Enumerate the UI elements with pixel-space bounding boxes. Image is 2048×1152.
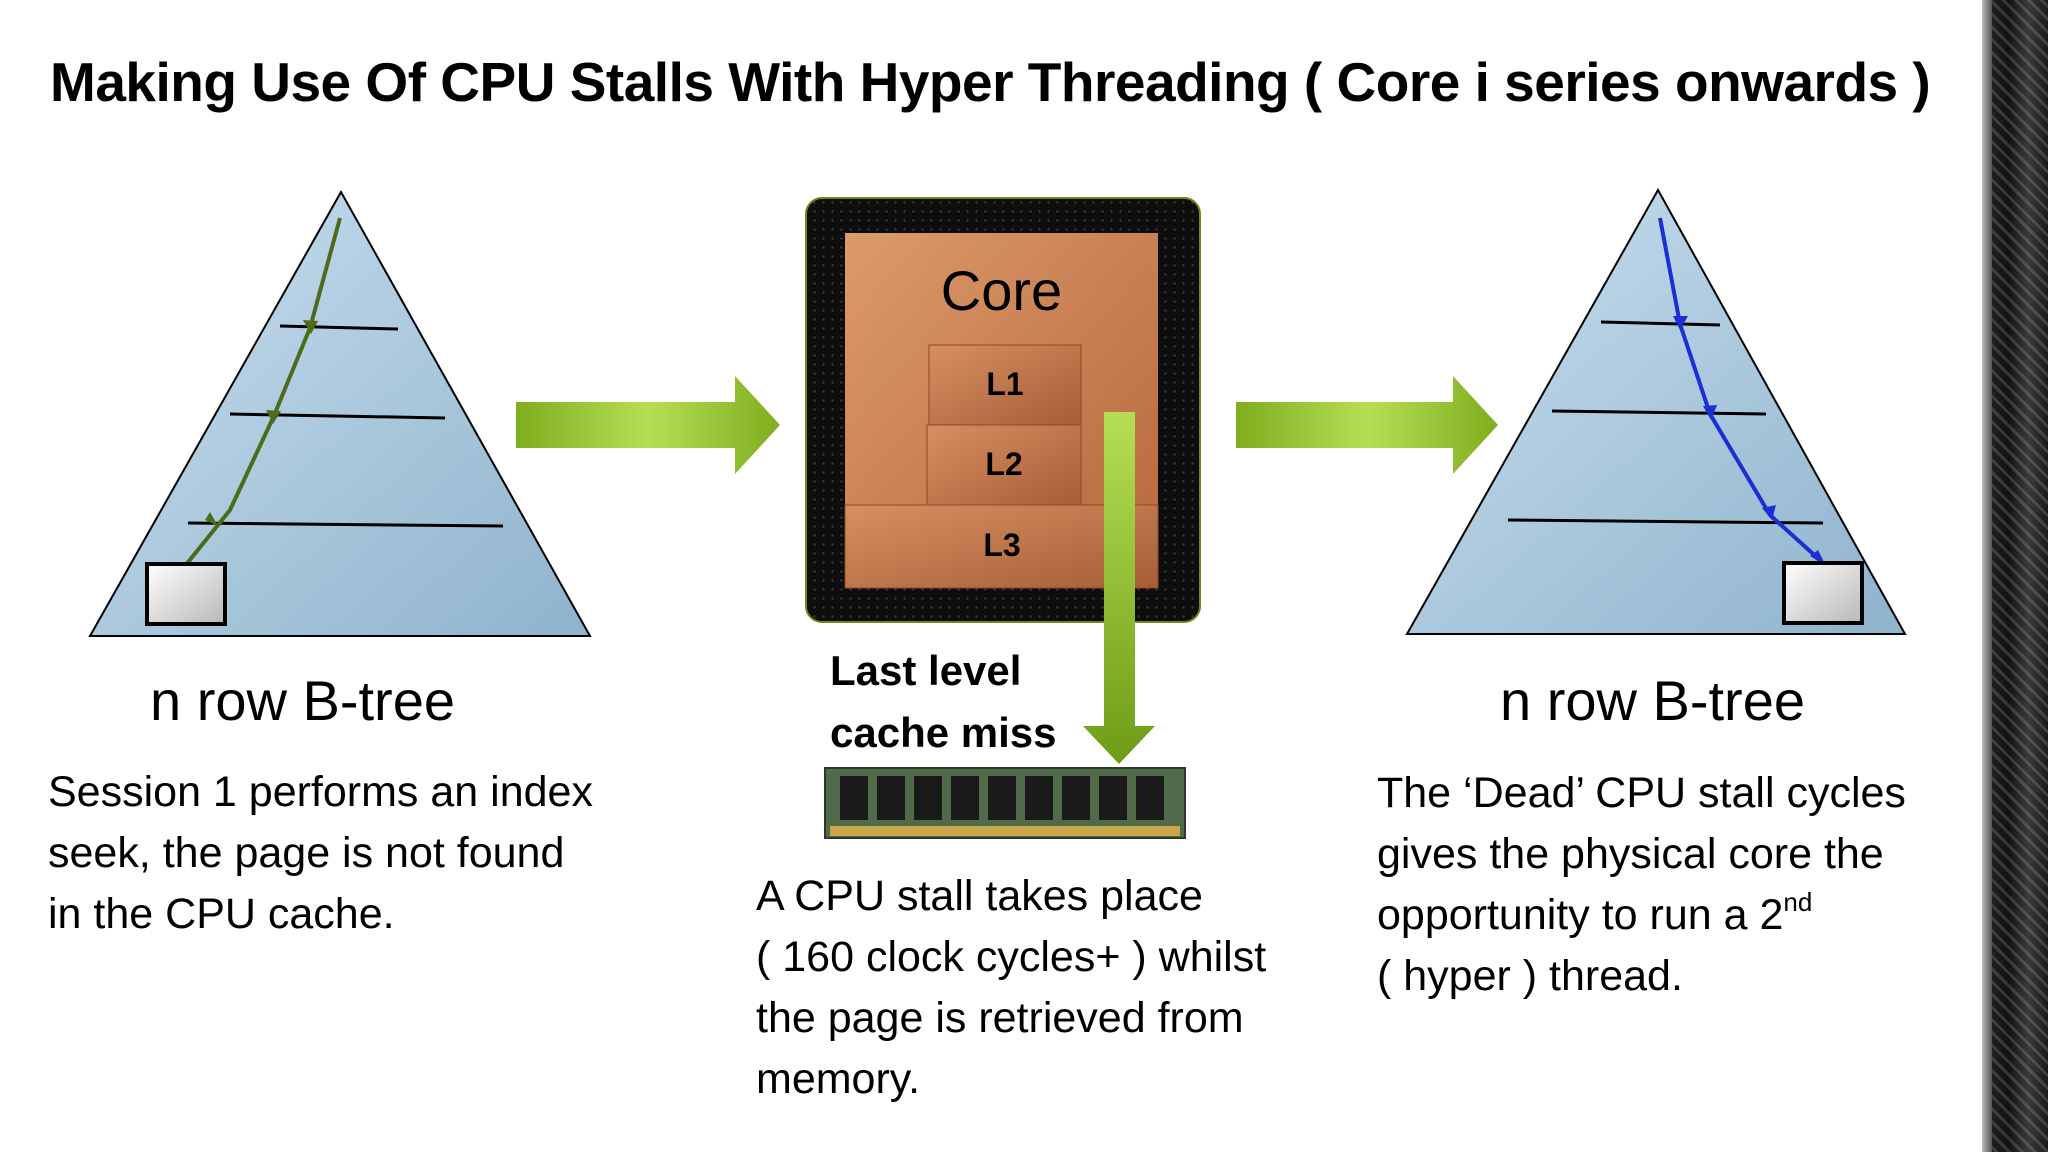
right-path-arrowhead <box>1762 505 1776 520</box>
left-caption-line: in the CPU cache. <box>48 890 395 938</box>
right-btree-level-line <box>1551 409 1767 416</box>
cache-miss-label-line: cache miss <box>830 709 1057 756</box>
cache-l2-label: L2 <box>985 446 1023 482</box>
memory-chip <box>951 776 979 820</box>
memory-chip <box>1062 776 1090 820</box>
cache-l1-label: L1 <box>986 366 1024 402</box>
center-caption-line: ( 160 clock cycles+ ) whilst <box>756 933 1267 981</box>
left-flow-arrow <box>516 376 780 474</box>
memory-chip <box>1136 776 1164 820</box>
left-btree-level-line <box>229 412 446 420</box>
right-caption: The ‘Dead’ CPU stall cycles gives the ph… <box>1377 763 1906 1007</box>
left-caption-line: seek, the page is not found <box>48 829 565 877</box>
slide-title: Making Use Of CPU Stalls With Hyper Thre… <box>50 51 1931 113</box>
right-path-arrowhead <box>1703 405 1717 420</box>
left-caption-line: Session 1 performs an index <box>48 768 593 816</box>
left-btree-page-box <box>145 562 227 626</box>
ordinal-superscript: nd <box>1783 887 1813 917</box>
right-btree-level-line <box>1507 518 1824 525</box>
left-path-arrowhead <box>266 410 281 424</box>
center-caption-line: A CPU stall takes place <box>756 872 1203 920</box>
memory-chip <box>840 776 868 820</box>
memory-chip <box>877 776 905 820</box>
left-btree-label: n row B-tree <box>150 669 455 732</box>
right-caption-line: opportunity to run a 2nd <box>1377 885 1906 946</box>
cache-miss-label: Last level cache miss <box>830 640 1057 764</box>
memory-chip <box>914 776 942 820</box>
right-btree <box>1405 187 1907 635</box>
cache-l2 <box>926 424 1082 506</box>
left-path-arrowhead <box>205 512 218 526</box>
cache-l1 <box>928 344 1082 426</box>
core-label: Core <box>940 259 1063 322</box>
right-path-arrowhead <box>1673 316 1688 330</box>
decorative-edge-strip <box>1982 0 2048 1152</box>
right-flow-arrow <box>1236 376 1498 474</box>
memory-chip <box>1099 776 1127 820</box>
left-caption: Session 1 performs an index seek, the pa… <box>48 762 593 945</box>
cache-miss-label-line: Last level <box>830 647 1022 694</box>
left-path-arrowhead <box>303 320 318 334</box>
right-btree-label: n row B-tree <box>1500 669 1805 732</box>
cache-miss-arrow <box>1083 412 1155 764</box>
memory-chip <box>1025 776 1053 820</box>
left-btree-level-line <box>187 521 504 528</box>
right-caption-line: ( hyper ) thread. <box>1377 952 1683 1000</box>
left-btree <box>88 189 592 637</box>
memory-module-icon <box>824 767 1186 839</box>
right-caption-text: opportunity to run a 2 <box>1377 891 1784 939</box>
center-caption-line: the page is retrieved from <box>756 994 1244 1042</box>
right-btree-level-line <box>1600 320 1721 327</box>
cache-l3-label: L3 <box>983 527 1021 563</box>
memory-chip <box>988 776 1016 820</box>
center-caption-line: memory. <box>756 1055 921 1103</box>
left-btree-level-line <box>279 324 399 331</box>
center-caption: A CPU stall takes place ( 160 clock cycl… <box>756 866 1266 1110</box>
right-btree-page-box <box>1782 561 1864 625</box>
right-caption-line: The ‘Dead’ CPU stall cycles <box>1377 769 1906 817</box>
right-caption-line: gives the physical core the <box>1377 830 1884 878</box>
